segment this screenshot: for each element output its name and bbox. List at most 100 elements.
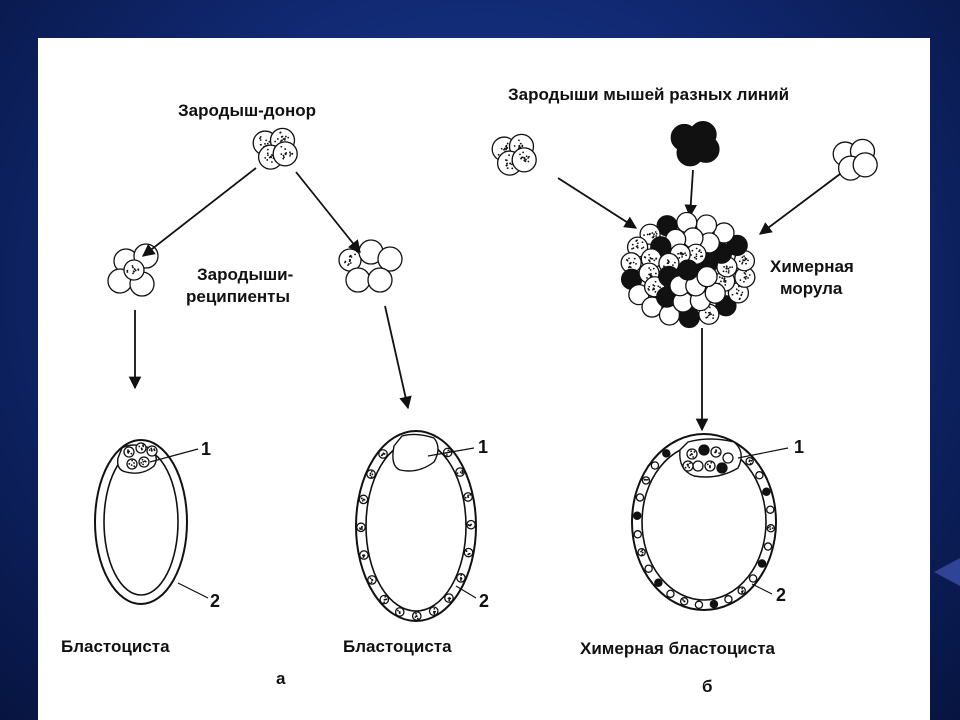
cell-speckle xyxy=(747,277,749,279)
cell-speckle xyxy=(685,254,688,257)
cell-speckle xyxy=(681,255,683,258)
cell-speckle xyxy=(460,577,463,580)
white-cell xyxy=(666,589,675,599)
cell-speckle xyxy=(132,272,134,275)
cell-speckle xyxy=(289,155,291,157)
cell-speckle xyxy=(747,259,749,262)
marker-1-right: 1 xyxy=(478,437,489,457)
cell-speckle xyxy=(517,139,520,142)
cell-speckle xyxy=(737,289,740,292)
cell-speckle xyxy=(654,231,657,233)
cell-speckle xyxy=(291,152,294,155)
cell-speckle xyxy=(143,460,146,463)
cell-speckle xyxy=(464,496,467,499)
cell-speckle xyxy=(266,152,269,155)
cell-speckle xyxy=(259,136,262,138)
cell-speckle xyxy=(432,610,435,613)
cell-speckle xyxy=(632,247,635,250)
diagram-slide: Зародыш-донор Зародыши- реципиенты 1 2 1… xyxy=(38,38,930,720)
cell-speckle xyxy=(744,278,747,280)
cell-speckle xyxy=(695,253,698,256)
cell-speckle xyxy=(527,157,530,159)
cell-speckle xyxy=(709,465,711,467)
cell-speckle xyxy=(284,135,287,138)
cell-speckle xyxy=(635,245,638,248)
dot-cell xyxy=(463,547,474,558)
cell-speckle xyxy=(520,157,522,160)
marker-2-right: 2 xyxy=(479,591,490,611)
cell-speckle xyxy=(693,451,696,453)
cell-speckle xyxy=(648,285,651,288)
cell-speckle xyxy=(140,447,143,450)
dot-cell xyxy=(737,586,746,595)
cell-speckle xyxy=(433,607,436,610)
cell-speckle xyxy=(128,462,131,465)
cell-speckle xyxy=(153,449,156,452)
cell-speckle xyxy=(349,259,352,261)
cell-speckle xyxy=(282,154,285,157)
cell-speckle xyxy=(712,317,714,320)
cell-speckle xyxy=(771,527,774,530)
cell-speckle xyxy=(266,148,269,151)
cell-speckle xyxy=(646,478,649,481)
cell-speckle xyxy=(672,264,674,266)
cell-speckle xyxy=(131,459,133,462)
embryo-dotted xyxy=(491,133,537,176)
cell-speckle xyxy=(748,274,751,276)
donor-label: Зародыш-донор xyxy=(178,101,317,120)
blastocyst-right-label: Бластоциста xyxy=(343,637,452,656)
cell-speckle xyxy=(705,316,708,319)
cell-speckle xyxy=(467,495,469,498)
arrow-white-to-morula xyxy=(758,173,841,235)
cell-speckle xyxy=(652,284,655,286)
recipients-label-line2: реципиенты xyxy=(186,287,291,306)
cell-speckle xyxy=(727,271,730,274)
cell-speckle xyxy=(469,494,472,496)
cell-speckle xyxy=(633,257,636,260)
cell-speckle xyxy=(750,459,753,462)
cell-speckle xyxy=(684,252,686,255)
slide-nav-arrow-icon xyxy=(934,558,960,586)
cell-speckle xyxy=(264,142,266,145)
cell-speckle xyxy=(280,145,283,148)
cell-speckle xyxy=(678,256,681,259)
cell-speckle xyxy=(271,161,273,163)
black-cell xyxy=(757,559,767,568)
white-cell xyxy=(633,530,642,539)
cell-speckle xyxy=(127,449,129,452)
cell-speckle xyxy=(715,450,718,453)
arrow-donor-to-left xyxy=(142,167,257,257)
cell-speckle xyxy=(132,270,135,273)
embryos-label: Зародыши мышей разных линий xyxy=(508,85,790,104)
cell-speckle xyxy=(289,153,292,155)
cell-speckle xyxy=(398,611,401,613)
white-cell xyxy=(748,574,758,583)
cell-speckle xyxy=(513,145,516,147)
white-cell xyxy=(694,600,704,610)
cell-speckle xyxy=(715,449,718,452)
cell-speckle xyxy=(270,154,273,156)
cell-speckle xyxy=(522,151,524,154)
cell-speckle xyxy=(708,306,711,309)
cell-speckle xyxy=(470,523,473,526)
cell-speckle xyxy=(134,269,137,272)
cell-speckle xyxy=(360,497,363,500)
cell-speckle xyxy=(648,253,651,256)
cell-speckle xyxy=(741,261,744,264)
cell-speckle xyxy=(282,157,285,160)
embryo-black xyxy=(670,120,720,167)
black-cell xyxy=(762,487,771,496)
cell-speckle xyxy=(632,261,635,264)
cell-speckle xyxy=(631,247,633,250)
recipients-label-line1: Зародыши- xyxy=(197,265,294,284)
cell-speckle xyxy=(382,452,385,455)
arrow-donor-to-right xyxy=(295,171,361,253)
cell-speckle xyxy=(415,615,418,618)
diagram-art xyxy=(94,120,878,622)
cell-speckle xyxy=(700,251,703,254)
blastocyst-right xyxy=(355,430,477,622)
cell-speckle xyxy=(525,158,527,161)
cell-speckle xyxy=(126,271,129,273)
cell-speckle xyxy=(641,549,644,552)
cell-speckle xyxy=(710,461,713,464)
